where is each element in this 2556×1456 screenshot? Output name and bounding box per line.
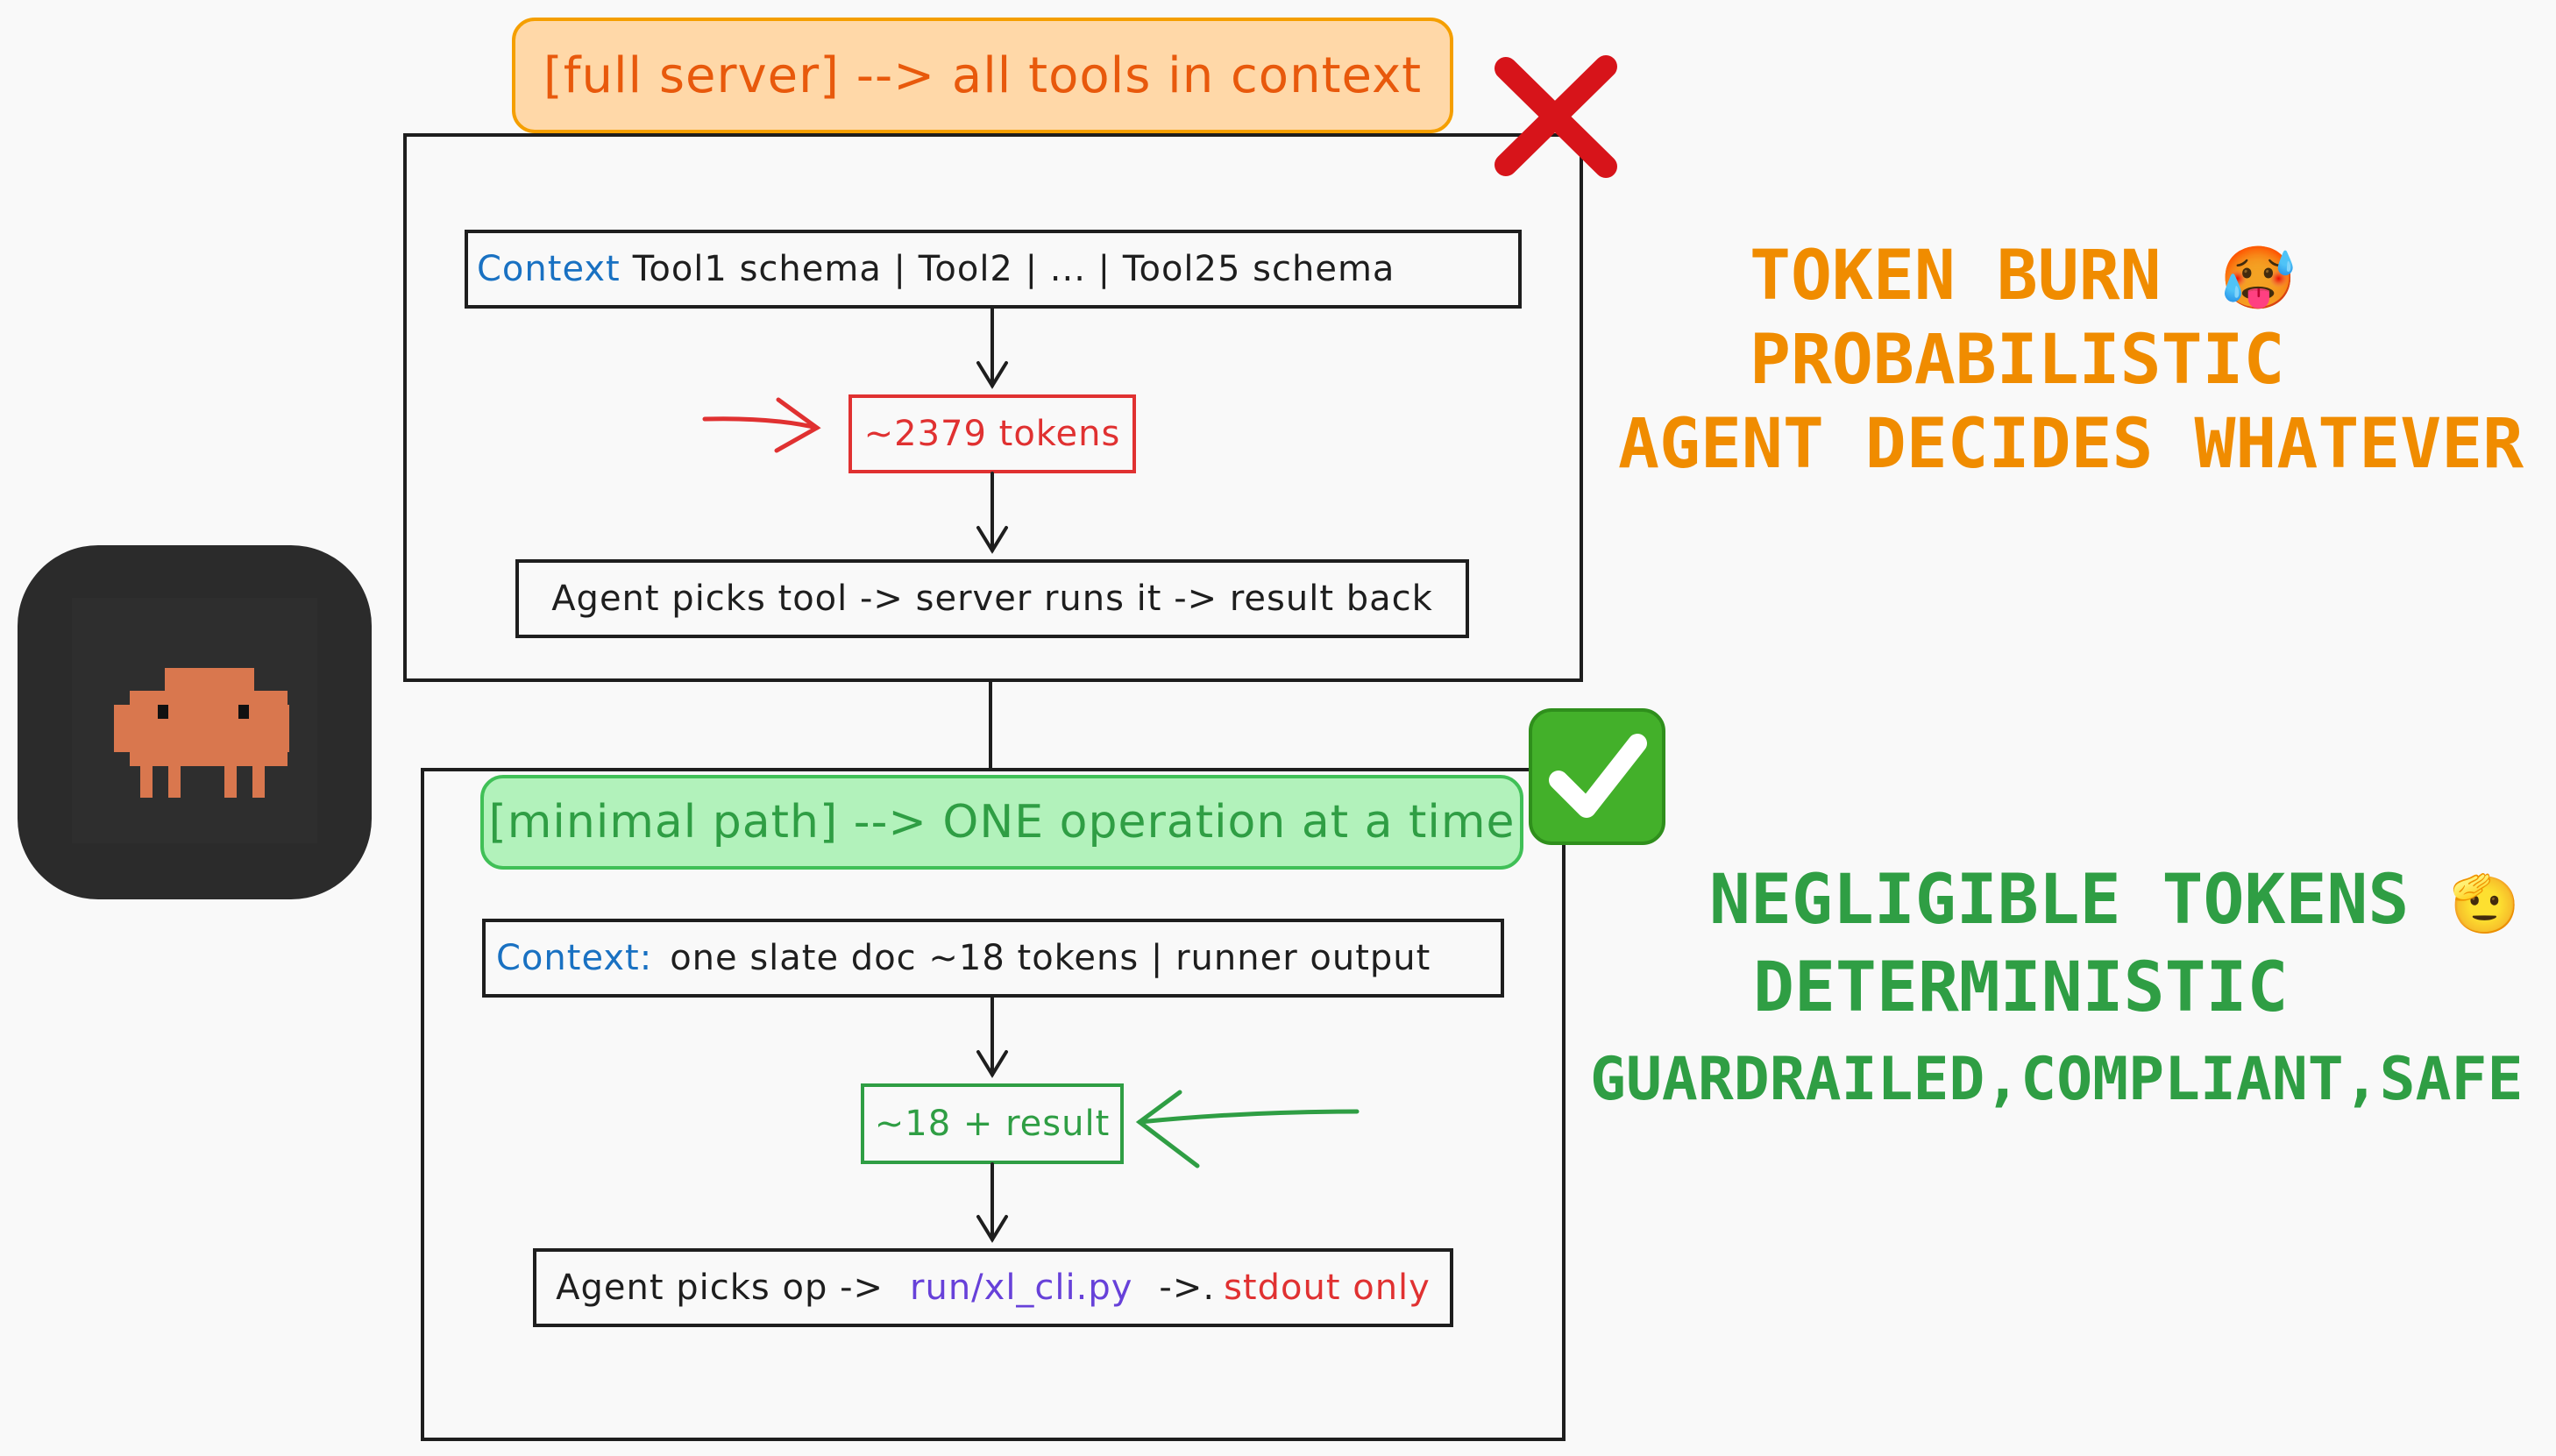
flow-arrow: ->. bbox=[1159, 1268, 1216, 1308]
token-burn-line: TOKEN BURN 🥵 bbox=[1750, 237, 2297, 316]
down-arrow bbox=[976, 307, 1008, 389]
full-server-frame bbox=[403, 133, 1583, 682]
green-pointer-arrow bbox=[1135, 1090, 1360, 1168]
context-text: Tool1 schema | Tool2 | ... | Tool25 sche… bbox=[632, 249, 1395, 289]
agent-decides-line: AGENT DECIDES WHATEVER bbox=[1618, 405, 2524, 484]
down-arrow bbox=[976, 1162, 1008, 1243]
context-label: Context: bbox=[496, 938, 653, 978]
full-flow-box: Agent picks tool -> server runs it -> re… bbox=[515, 559, 1469, 638]
flow-script: run/xl_cli.py bbox=[910, 1268, 1133, 1308]
context-text: one slate doc ~18 tokens | runner output bbox=[670, 938, 1431, 978]
deterministic-line: DETERMINISTIC bbox=[1753, 948, 2289, 1027]
hot-face-emoji-icon: 🥵 bbox=[2219, 242, 2297, 314]
minimal-context-box: Context: one slate doc ~18 tokens | runn… bbox=[482, 919, 1504, 998]
frame-connector bbox=[989, 682, 992, 768]
full-server-banner: [full server] --> all tools in context bbox=[512, 18, 1453, 133]
token-count-badge: ~18 + result bbox=[861, 1083, 1124, 1164]
pixel-creature-icon bbox=[72, 598, 317, 843]
minimal-path-frame bbox=[421, 768, 1566, 1441]
guardrailed-line: GUARDRAILED,COMPLIANT,SAFE bbox=[1590, 1045, 2524, 1114]
full-context-box: Context Tool1 schema | Tool2 | ... | Too… bbox=[465, 230, 1522, 309]
down-arrow bbox=[976, 472, 1008, 554]
app-logo bbox=[18, 545, 372, 899]
salute-emoji-icon: 🫡 bbox=[2450, 872, 2520, 937]
minimal-path-banner: [minimal path] --> ONE operation at a ti… bbox=[480, 775, 1523, 870]
green-check-icon bbox=[1529, 708, 1665, 845]
flow-suffix: stdout only bbox=[1224, 1268, 1431, 1308]
minimal-flow-box: Agent picks op -> run/xl_cli.py ->. stdo… bbox=[533, 1248, 1453, 1327]
negligible-tokens-line: NEGLIGIBLE TOKENS 🫡 bbox=[1709, 861, 2520, 940]
down-arrow bbox=[976, 996, 1008, 1078]
red-pointer-arrow bbox=[702, 397, 821, 453]
red-x-icon bbox=[1495, 55, 1617, 178]
probabilistic-line: PROBABILISTIC bbox=[1750, 321, 2285, 400]
flow-prefix: Agent picks op -> bbox=[556, 1268, 884, 1308]
context-label: Context bbox=[477, 249, 621, 289]
